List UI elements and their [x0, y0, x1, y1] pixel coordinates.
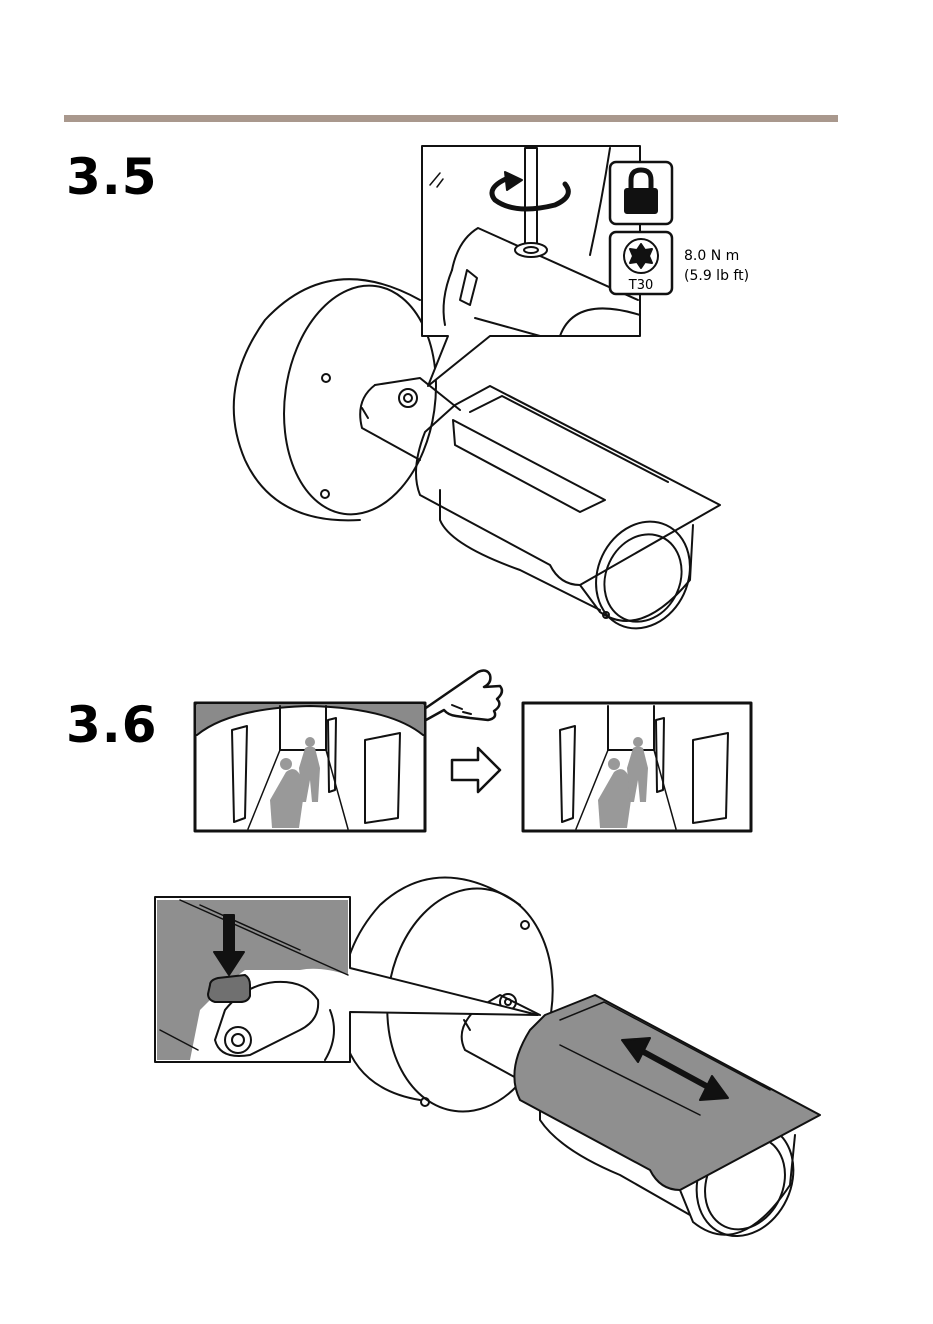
bit-size-label: T30 — [610, 278, 672, 293]
torque-imperial: (5.9 lb ft) — [684, 266, 749, 286]
camera-illustration-bottom — [342, 878, 820, 1253]
pointing-hand-icon — [418, 671, 501, 720]
screwdriver-shaft — [525, 148, 537, 248]
lock-screw — [399, 389, 417, 407]
detail-callout-bottom — [155, 897, 538, 1062]
sunshield-shaded — [514, 995, 820, 1190]
camera-view-after — [523, 703, 751, 831]
mount-screw — [322, 374, 330, 382]
sunshield-top — [416, 386, 720, 585]
mount-screw — [321, 490, 329, 498]
torque-metric: 8.0 N m — [684, 246, 749, 266]
camera-view-before — [195, 703, 425, 831]
torque-specification: 8.0 N m (5.9 lb ft) — [684, 246, 749, 286]
detail-callout-top — [422, 146, 640, 386]
lock-icon — [610, 162, 672, 224]
next-arrow-icon — [452, 748, 500, 792]
